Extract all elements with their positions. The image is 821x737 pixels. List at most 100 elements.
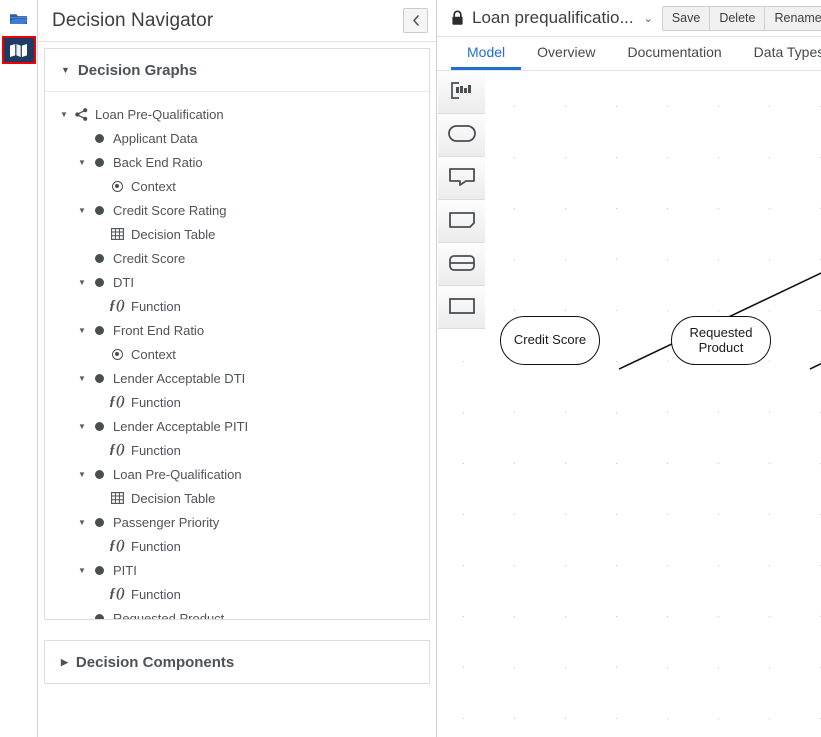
twisty-expanded-icon[interactable]: ▼: [78, 517, 86, 527]
twisty-expanded-icon[interactable]: ▼: [78, 277, 86, 287]
tree-item-label: Lender Acceptable DTI: [113, 370, 246, 386]
twisty-expanded-icon[interactable]: ▼: [78, 373, 86, 383]
twisty-expanded-icon[interactable]: ▼: [78, 205, 86, 215]
tree-item[interactable]: ƒ() Function: [45, 438, 429, 462]
tree-item[interactable]: ▼ Lender Acceptable DTI: [45, 366, 429, 390]
tree-item-label: Function: [131, 442, 181, 458]
tree-item[interactable]: ƒ()Function: [45, 534, 429, 558]
chevron-down-icon[interactable]: ⌄: [643, 12, 653, 25]
map-icon: [10, 43, 27, 57]
share-nodes-icon: [71, 107, 91, 121]
function-icon: ƒ(): [108, 394, 126, 409]
tree-item[interactable]: Decision Table: [45, 486, 429, 510]
toolbar-button-group: SaveDeleteRenameCo: [661, 5, 821, 31]
tree-item[interactable]: ▼ Front End Ratio: [45, 318, 429, 342]
canvas-node-label: Credit Score: [513, 332, 587, 348]
tab-data-types[interactable]: Data Types: [753, 44, 821, 60]
decision-graphs-label: Decision Graphs: [77, 61, 198, 79]
decision-components-label: Decision Components: [75, 653, 235, 671]
tree-item-label: Front End Ratio: [113, 322, 205, 338]
tree-item[interactable]: Applicant Data: [45, 126, 429, 150]
tree-item[interactable]: Context: [45, 342, 429, 366]
decision-navigator-icon[interactable]: [1, 36, 36, 64]
navigator-header: Decision Navigator: [38, 0, 436, 42]
tab-overview[interactable]: Overview: [537, 44, 596, 60]
tree-item[interactable]: Decision Table: [45, 222, 429, 246]
palette-decision[interactable]: [438, 286, 485, 329]
palette-business-knowledge-model[interactable]: [438, 243, 485, 286]
tree-item[interactable]: ▼Loan Pre-Qualification: [45, 462, 429, 486]
decision-dot-icon: [89, 469, 109, 479]
tree-item[interactable]: ƒ()Function: [45, 390, 429, 414]
palette-text-annotation[interactable]: [438, 200, 485, 243]
collapse-panel-button[interactable]: [403, 8, 428, 33]
tree-item-label: Lender Acceptable PITI: [113, 418, 249, 434]
save-button[interactable]: Save: [661, 5, 710, 31]
information-requirement-edge[interactable]: [809, 342, 821, 370]
function-icon: ƒ(): [108, 586, 126, 601]
decision-dot-icon: [89, 133, 109, 143]
function-icon: ƒ(): [108, 442, 126, 457]
tree-item[interactable]: ▼ PITI: [45, 558, 429, 582]
tree-item-label: Function: [131, 586, 181, 602]
palette-lasso-tool[interactable]: [438, 71, 485, 114]
tree-item[interactable]: ▼DTI: [45, 270, 429, 294]
twisty-expanded-icon[interactable]: ▼: [60, 109, 68, 119]
tree-item-label: PITI: [113, 562, 137, 578]
decision-components-header[interactable]: ▶ Decision Components: [45, 641, 429, 683]
tab-model[interactable]: Model: [451, 37, 522, 70]
twisty-expanded-icon[interactable]: ▼: [78, 325, 86, 335]
tree-item[interactable]: ▼ Lender Acceptable PITI: [45, 414, 429, 438]
decision-dot-icon: [89, 421, 109, 431]
tree-item[interactable]: ▼Back End Ratio: [45, 150, 429, 174]
tree-item[interactable]: Requested Product: [45, 606, 429, 619]
context-target-icon: [107, 180, 127, 192]
tree-item[interactable]: ƒ()Function: [45, 294, 429, 318]
tree-item[interactable]: Context: [45, 174, 429, 198]
decision-dot-icon: [89, 517, 109, 527]
decision-dot-icon: [89, 277, 109, 287]
tab-documentation[interactable]: Documentation: [627, 44, 722, 60]
delete-button[interactable]: Delete: [709, 5, 765, 31]
twisty-expanded-icon[interactable]: ▼: [78, 157, 86, 167]
accordion-decision-components: ▶ Decision Components: [44, 640, 430, 684]
tree-item-label: Decision Table: [131, 490, 216, 506]
function-icon: ƒ(): [108, 538, 126, 553]
canvas-node-credit-score[interactable]: Credit Score: [500, 316, 600, 365]
decision-table-icon: [107, 228, 127, 240]
tree-item[interactable]: Credit Score: [45, 246, 429, 270]
tree-item[interactable]: ▼ Credit Score Rating: [45, 198, 429, 222]
palette-input-data[interactable]: [438, 114, 485, 157]
tree-item-label: Context: [131, 346, 176, 362]
palette-knowledge-source[interactable]: [438, 157, 485, 200]
decision-dot-icon: [89, 157, 109, 167]
lock-icon: [451, 10, 464, 26]
tree-item[interactable]: ▼ Loan Pre-Qualification: [45, 102, 429, 126]
twisty-expanded-icon[interactable]: ▼: [78, 421, 86, 431]
tree-item-label: Credit Score Rating: [113, 202, 227, 218]
twisty-expanded-icon[interactable]: ▼: [78, 469, 86, 479]
twisty-expanded-icon[interactable]: ▼: [78, 565, 86, 575]
tree-item[interactable]: ƒ() Function: [45, 582, 429, 606]
bkm-icon: [448, 254, 475, 274]
navigator-body: ▼ Decision Graphs ▼ Loan Pre-Qualificatio…: [38, 42, 436, 737]
node-palette: [438, 71, 485, 329]
decision-rect-icon: [448, 297, 475, 317]
tree-item-label: Requested Product: [113, 610, 225, 620]
rename-button[interactable]: Rename: [764, 5, 821, 31]
chevron-left-icon: [412, 15, 419, 26]
tree-item[interactable]: ▼Passenger Priority: [45, 510, 429, 534]
tree-item-label: Function: [131, 298, 181, 314]
tree-item-label: Loan Pre-Qualification: [95, 106, 224, 122]
tree-item-label: Decision Table: [131, 226, 216, 242]
decision-table-icon: [107, 492, 127, 504]
project-explorer-icon[interactable]: [2, 4, 36, 34]
folder-icon: [9, 14, 28, 24]
decision-graphs-header[interactable]: ▼ Decision Graphs: [45, 49, 429, 91]
knowledge-source-icon: [448, 167, 475, 189]
